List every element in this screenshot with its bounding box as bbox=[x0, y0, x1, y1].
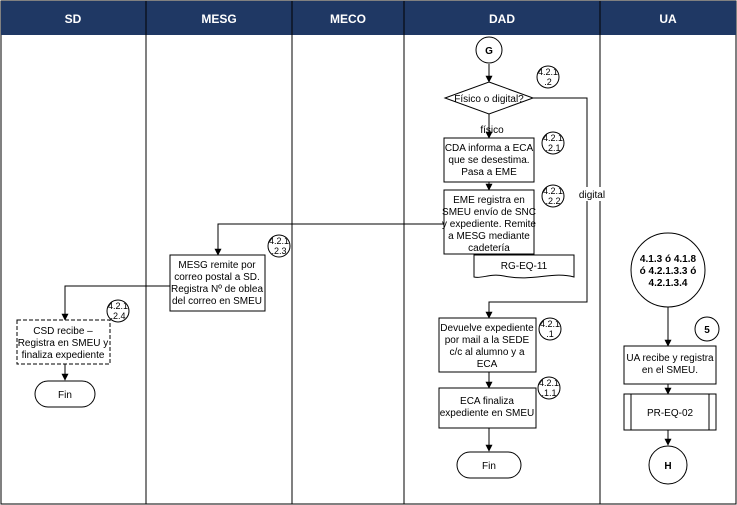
svg-text:.1: .1 bbox=[546, 329, 554, 339]
svg-text:expediente en SMEU: expediente en SMEU bbox=[440, 408, 535, 419]
svg-text:Registra en SMEU y: Registra en SMEU y bbox=[18, 338, 109, 349]
decision-fisico-digital: Físico o digital? bbox=[443, 81, 535, 115]
svg-text:que se desestima.: que se desestima. bbox=[448, 155, 529, 166]
svg-text:H: H bbox=[664, 461, 671, 472]
branch-label-digital: digital bbox=[579, 190, 605, 201]
process-devuelve-expediente: Devuelve expediente por mail a la SEDE c… bbox=[438, 317, 537, 373]
svg-text:.1.1: .1.1 bbox=[541, 388, 556, 398]
svg-text:finaliza expediente: finaliza expediente bbox=[22, 350, 105, 361]
ref-4-2-1-2-2: 4.2.1 .2.2 bbox=[541, 184, 565, 208]
svg-text:4.2.1: 4.2.1 bbox=[269, 236, 289, 246]
svg-text:.2.3: .2.3 bbox=[271, 246, 286, 256]
terminator-fin-dad: Fin bbox=[456, 451, 522, 479]
svg-text:correo postal a SD.: correo postal a SD. bbox=[174, 272, 260, 283]
svg-text:ECA finaliza: ECA finaliza bbox=[460, 396, 514, 407]
svg-text:SMEU envío de SNC: SMEU envío de SNC bbox=[442, 207, 536, 218]
svg-text:.2: .2 bbox=[544, 77, 552, 87]
svg-text:cadetería: cadetería bbox=[468, 243, 510, 254]
lane-label-meco: MECO bbox=[330, 12, 366, 26]
flow-mesg-to-csd bbox=[61, 285, 170, 321]
process-eme-registra: EME registra en SMEU envío de SNC y expe… bbox=[442, 189, 536, 255]
ref-4-2-1-2-3: 4.2.1 .2.3 bbox=[267, 234, 291, 258]
process-csd-recibe: CSD recibe – Registra en SMEU y finaliza… bbox=[16, 319, 111, 365]
branch-label-digital-bg bbox=[577, 187, 607, 201]
svg-text:4.2.1: 4.2.1 bbox=[538, 67, 558, 77]
svg-text:ó 4.2.1.3.3 ó: ó 4.2.1.3.3 ó bbox=[640, 266, 697, 277]
svg-text:.2.2: .2.2 bbox=[545, 196, 560, 206]
ref-4-2-1-2: 4.2.1 .2 bbox=[536, 65, 560, 89]
svg-text:Fin: Fin bbox=[58, 390, 72, 401]
svg-text:Pasa a EME: Pasa a EME bbox=[461, 167, 517, 178]
subprocess-pr-eq-02: PR-EQ-02 bbox=[623, 393, 717, 431]
svg-text:.2.4: .2.4 bbox=[110, 311, 125, 321]
svg-text:RG-EQ-11: RG-EQ-11 bbox=[501, 261, 548, 272]
ref-4-2-1-2-1: 4.2.1 .2.1 bbox=[541, 131, 565, 155]
connector-h: H bbox=[648, 445, 688, 485]
flow-digital-branch bbox=[485, 97, 588, 319]
decision-label: Físico o digital? bbox=[454, 94, 524, 105]
svg-text:del correo en SMEU: del correo en SMEU bbox=[172, 296, 262, 307]
svg-text:4.2.1.3.4: 4.2.1.3.4 bbox=[649, 278, 688, 289]
svg-text:4.1.3 ó 4.1.8: 4.1.3 ó 4.1.8 bbox=[640, 254, 697, 265]
svg-text:4.2.1: 4.2.1 bbox=[540, 319, 560, 329]
svg-text:Fin: Fin bbox=[482, 461, 496, 472]
svg-text:UA recibe y registra: UA recibe y registra bbox=[626, 353, 714, 364]
svg-text:4.2.1: 4.2.1 bbox=[539, 378, 559, 388]
flow-eme-to-mesg bbox=[214, 223, 444, 256]
document-rg-eq-11: RG-EQ-11 bbox=[473, 254, 575, 279]
process-eca-finaliza: ECA finaliza expediente en SMEU bbox=[438, 387, 537, 429]
lane-label-ua: UA bbox=[659, 12, 677, 26]
lane-label-dad: DAD bbox=[489, 12, 515, 26]
process-mesg-remite: MESG remite por correo postal a SD. Regi… bbox=[169, 254, 266, 312]
svg-text:4.2.1: 4.2.1 bbox=[108, 301, 128, 311]
svg-text:5: 5 bbox=[704, 325, 710, 336]
svg-text:Devuelve expediente: Devuelve expediente bbox=[440, 323, 534, 334]
svg-text:en el SMEU.: en el SMEU. bbox=[642, 365, 698, 376]
svg-text:PR-EQ-02: PR-EQ-02 bbox=[647, 408, 694, 419]
connector-ua-ref: 4.1.3 ó 4.1.8 ó 4.2.1.3.3 ó 4.2.1.3.4 bbox=[630, 232, 706, 308]
ref-4-2-1-2-4: 4.2.1 .2.4 bbox=[106, 299, 130, 323]
svg-text:4.2.1: 4.2.1 bbox=[543, 186, 563, 196]
svg-text:Registra Nº de oblea: Registra Nº de oblea bbox=[171, 284, 263, 295]
process-cda-informa: CDA informa a ECA que se desestima. Pasa… bbox=[443, 137, 535, 183]
lane-header-bar bbox=[1, 1, 736, 35]
lane-label-mesg: MESG bbox=[201, 12, 236, 26]
lane-label-sd: SD bbox=[65, 12, 82, 26]
svg-text:por mail a la SEDE: por mail a la SEDE bbox=[445, 335, 530, 346]
terminator-fin-sd: Fin bbox=[34, 380, 96, 408]
svg-text:a MESG mediante: a MESG mediante bbox=[448, 231, 530, 242]
svg-text:c/c al alumno y a: c/c al alumno y a bbox=[449, 347, 524, 358]
connector-5: 5 bbox=[694, 316, 720, 342]
svg-text:CDA informa a ECA: CDA informa a ECA bbox=[445, 143, 534, 154]
ref-4-2-1-1: 4.2.1 .1 bbox=[538, 317, 562, 341]
svg-text:ECA: ECA bbox=[477, 359, 498, 370]
svg-text:EME registra en: EME registra en bbox=[453, 195, 525, 206]
process-ua-recibe: UA recibe y registra en el SMEU. bbox=[623, 345, 717, 385]
branch-label-fisico: físico bbox=[480, 125, 504, 136]
svg-text:4.2.1: 4.2.1 bbox=[543, 133, 563, 143]
svg-text:y expediente. Remite: y expediente. Remite bbox=[442, 219, 536, 230]
ref-4-2-1-1-1: 4.2.1 .1.1 bbox=[537, 376, 561, 400]
svg-text:.2.1: .2.1 bbox=[545, 143, 560, 153]
svg-text:CSD recibe –: CSD recibe – bbox=[33, 326, 93, 337]
connector-g-label: G bbox=[485, 46, 493, 57]
connector-g: G bbox=[475, 36, 503, 64]
svg-text:MESG remite por: MESG remite por bbox=[178, 260, 256, 271]
